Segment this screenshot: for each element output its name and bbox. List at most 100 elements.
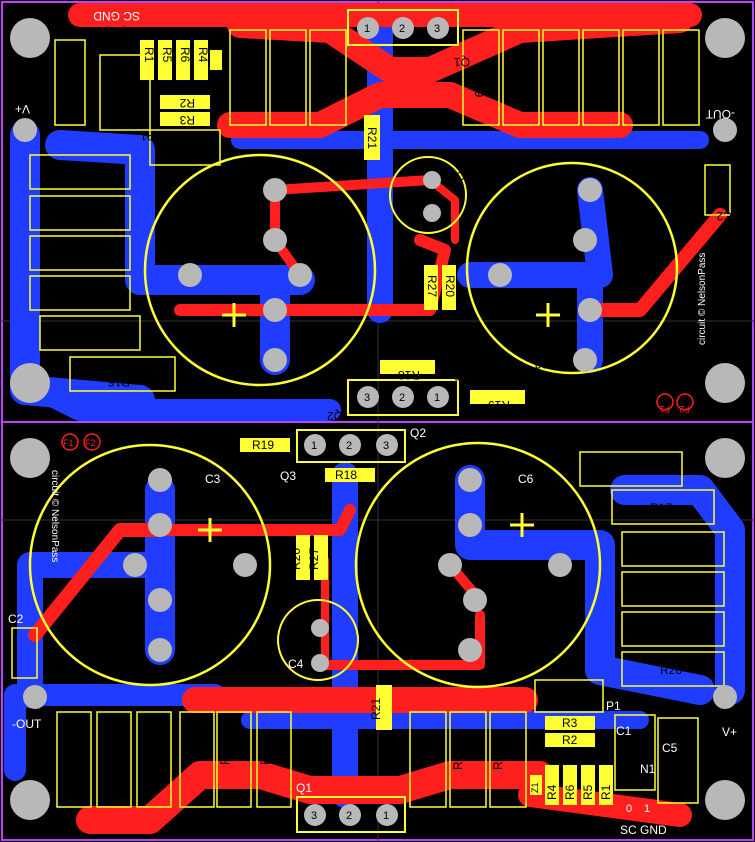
label-r23: R23 — [660, 543, 682, 557]
small-resistors — [140, 40, 525, 404]
svg-text:2: 2 — [399, 392, 405, 404]
label-n1: N1 — [100, 61, 116, 75]
label-sc-gnd: SC GND — [620, 823, 667, 837]
svg-text:F2: F2 — [85, 438, 96, 448]
label-r27: R27 — [307, 548, 321, 570]
label-r24: R24 — [68, 255, 90, 269]
label-r26: R26 — [660, 663, 682, 677]
label-r13: R13 — [57, 748, 71, 770]
label-r21: R21 — [365, 127, 379, 149]
label-r6: R6 — [178, 47, 192, 63]
label-signature: circuit © NelsonPass — [49, 470, 60, 562]
label-r3: R3 — [562, 716, 578, 730]
label-r17: R17 — [650, 501, 672, 515]
svg-text:2: 2 — [346, 440, 352, 452]
label-c1: C1 — [616, 724, 632, 738]
label-sc-gnd: SC GND — [93, 9, 140, 23]
plus-mark — [536, 303, 560, 327]
plus-mark — [510, 513, 534, 537]
svg-text:1: 1 — [105, 25, 111, 37]
capacitor-c3-outline — [28, 443, 272, 687]
svg-text:2: 2 — [399, 23, 405, 35]
label-r2: R2 — [179, 96, 195, 110]
svg-text:F2: F2 — [679, 404, 690, 414]
label-r15: R15 — [592, 82, 606, 104]
label-p1: P1 — [140, 129, 155, 143]
label-c2: C2 — [716, 209, 732, 223]
capacitor-c4-outline — [389, 156, 467, 234]
label-r3: R3 — [179, 113, 195, 127]
label-r7: R7 — [181, 749, 195, 765]
svg-text:F1: F1 — [659, 404, 670, 414]
label-r6: R6 — [563, 784, 577, 800]
top-board: R12 R11 R10 R9 R8 R7 R15 R14 R13 R26 R25… — [10, 3, 745, 423]
label-r10: R10 — [317, 82, 331, 104]
label-q3: Q3 — [280, 469, 296, 483]
label-p1: P1 — [606, 699, 621, 713]
top-pad-numbers: 1 2 3 3 2 1 1 0 — [105, 23, 440, 404]
capacitor-c4-outline — [277, 599, 359, 681]
label-c3: C3 — [205, 472, 221, 486]
label-r14: R14 — [97, 748, 111, 770]
label-r11: R11 — [277, 82, 291, 103]
label-r24: R24 — [660, 583, 682, 597]
top-fiducials: F1 F2 — [656, 393, 694, 414]
small-resistors — [240, 438, 613, 805]
label-r5: R5 — [160, 47, 174, 63]
label-c6: C6 — [224, 357, 240, 371]
bottom-pad-numbers: 1 2 3 3 2 1 0 1 — [311, 440, 650, 822]
label-r5: R5 — [581, 784, 595, 800]
label-r20: R20 — [289, 548, 303, 570]
svg-text:3: 3 — [311, 810, 317, 822]
svg-text:0: 0 — [120, 25, 126, 37]
label-signature: circuit © NelsonPass — [697, 253, 708, 345]
bottom-fiducials: F1 F2 — [61, 433, 101, 451]
label-q3: Q3 — [454, 369, 470, 383]
label-r23: R23 — [68, 295, 90, 309]
svg-text:3: 3 — [434, 23, 440, 35]
bottom-board: R19 R18 R16 R17 R23 R24 R25 R26 R20 R27 … — [4, 426, 745, 837]
capacitor-c6-outline — [354, 441, 602, 689]
label-c6: C6 — [518, 472, 534, 486]
bottom-white-labels: Q2 Q3 C3 C6 C2 C4 Q1 P1 C1 C5 N1 SC GND … — [8, 426, 737, 837]
label-z1: Z1 — [530, 782, 540, 793]
capacitor-c6-outline — [143, 153, 377, 387]
label-q2: Q2 — [327, 409, 343, 423]
label-c3: C3 — [534, 357, 550, 371]
label-r8: R8 — [218, 749, 232, 765]
label-r18: R18 — [398, 368, 420, 382]
svg-text:F1: F1 — [63, 438, 74, 448]
svg-text:3: 3 — [383, 440, 389, 452]
label-q1: Q1 — [454, 55, 470, 69]
plus-mark — [198, 518, 222, 542]
svg-text:1: 1 — [364, 23, 370, 35]
label-r7: R7 — [552, 82, 566, 98]
label-c1: C1 — [124, 107, 140, 121]
label-r10: R10 — [411, 748, 425, 770]
svg-text:0: 0 — [626, 803, 632, 815]
top-white-labels: SC GND V+ -OUT circuit © NelsonPass — [15, 9, 735, 345]
q2-outline — [296, 429, 406, 463]
label-r1: R1 — [599, 784, 613, 800]
label-r27: R27 — [425, 275, 439, 297]
label-v-plus: V+ — [15, 102, 30, 116]
resistor-outlines — [11, 451, 725, 808]
q1-outline — [347, 9, 459, 46]
label-r16: R16 — [618, 463, 640, 477]
svg-text:1: 1 — [644, 803, 650, 815]
bottom-labels: R19 R18 R16 R17 R23 R24 R25 R26 R20 R27 … — [57, 438, 682, 800]
label-r4: R4 — [196, 47, 210, 63]
label-r13: R13 — [672, 82, 686, 104]
label-r9: R9 — [258, 749, 272, 765]
svg-text:2: 2 — [346, 810, 352, 822]
label-r19: R19 — [252, 438, 274, 452]
label-q2: Q2 — [410, 426, 426, 440]
label-n1: N1 — [640, 762, 656, 776]
plus-mark — [222, 303, 246, 327]
label-r4: R4 — [545, 784, 559, 800]
label-r26: R26 — [68, 174, 90, 188]
label-r12: R12 — [491, 748, 505, 770]
label-c2: C2 — [8, 612, 24, 626]
label-r20: R20 — [443, 275, 457, 297]
label-q1: Q1 — [296, 781, 312, 795]
